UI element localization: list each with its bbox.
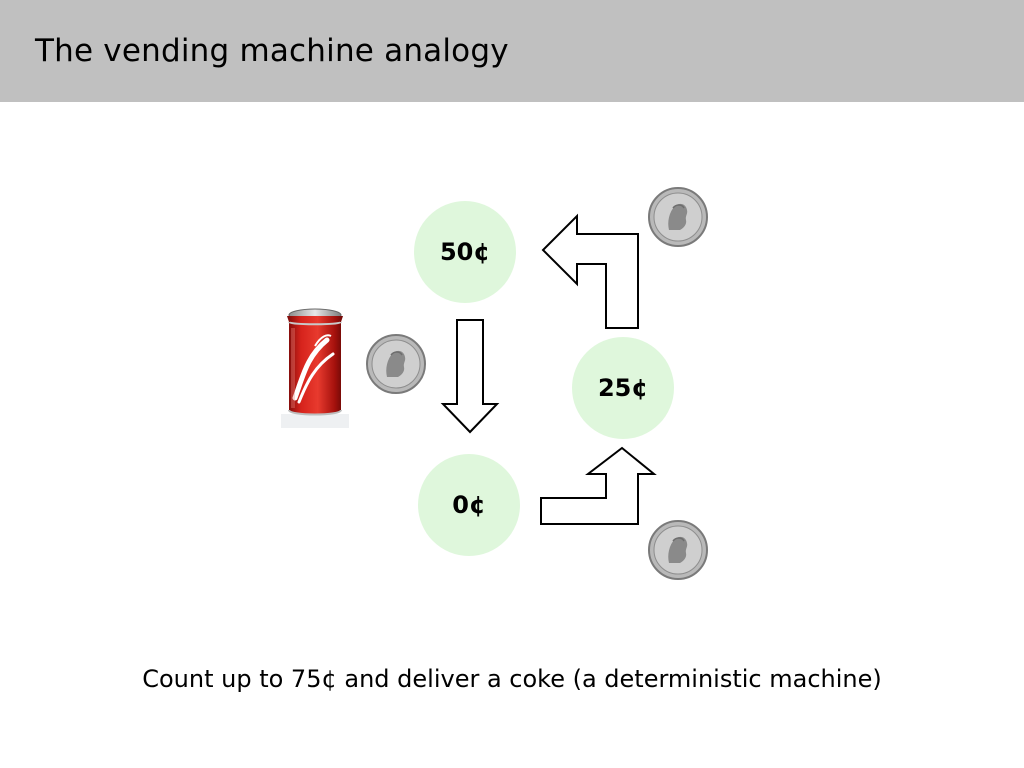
state-label: 50¢ (439, 238, 491, 266)
arrow-0-to-25 (540, 446, 657, 525)
state-label: 25¢ (597, 374, 649, 402)
slide-caption: Count up to 75¢ and deliver a coke (a de… (142, 665, 882, 693)
state-50-cents: 50¢ (414, 201, 516, 303)
quarter-coin-icon (366, 334, 426, 394)
quarter-coin-icon (648, 520, 708, 580)
state-label: 0¢ (452, 491, 486, 519)
slide-title: The vending machine analogy (35, 33, 509, 69)
state-0-cents: 0¢ (418, 454, 520, 556)
arrow-25-to-50 (541, 213, 639, 329)
arrow-50-to-0 (440, 319, 500, 434)
state-25-cents: 25¢ (572, 337, 674, 439)
title-bar: The vending machine analogy (0, 0, 1024, 102)
quarter-coin-icon (648, 187, 708, 247)
coke-can-icon (281, 308, 349, 428)
